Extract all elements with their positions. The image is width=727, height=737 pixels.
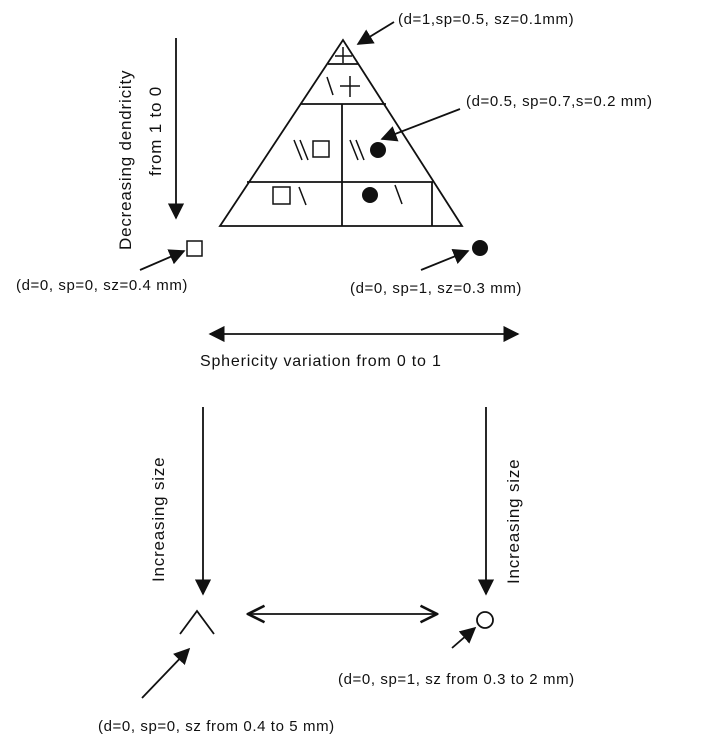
depth-hoar-chevron-icon (179, 609, 215, 635)
sphericity-axis-label: Sphericity variation from 0 to 1 (200, 353, 442, 370)
square-crystal-icon (272, 186, 291, 205)
label-bottom-right-grain: (d=0, sp=1, sz from 0.3 to 2 mm) (338, 671, 575, 688)
pointer-arrow-bottom-right (451, 626, 477, 649)
pointer-arrow-left-base (139, 249, 186, 271)
backslash-icon (349, 139, 359, 161)
label-left-base-grain: (d=0, sp=0, sz=0.4 mm) (16, 277, 188, 294)
plus-icon (335, 47, 352, 63)
backslash-icon (293, 139, 303, 161)
pointer-arrow-top (356, 21, 395, 45)
backslash-icon (326, 76, 334, 96)
pointer-arrow-right-base (420, 248, 470, 271)
square-crystal-icon (312, 140, 330, 158)
melt-form-circle-icon (476, 611, 494, 629)
grain-pyramid (218, 38, 464, 227)
rounded-grain-dot-icon (362, 187, 378, 203)
pyramid-outline (218, 38, 464, 227)
label-top-grain: (d=1,sp=0.5, sz=0.1mm) (398, 11, 574, 28)
size-axis-label-right: Increasing size (504, 459, 523, 584)
pointer-arrow-mid (380, 108, 461, 142)
label-right-base-grain: (d=0, sp=1, sz=0.3 mm) (350, 280, 522, 297)
square-crystal-icon (186, 240, 203, 257)
pointer-arrow-bottom-left (141, 647, 191, 699)
rounded-grain-dot-icon (472, 240, 488, 256)
backslash-icon (299, 139, 309, 161)
label-bottom-left-grain: (d=0, sp=0, sz from 0.4 to 5 mm) (98, 718, 335, 735)
size-axis-label-left: Increasing size (149, 457, 168, 582)
plus-icon (340, 76, 360, 97)
label-mid-grain: (d=0.5, sp=0.7,s=0.2 mm) (466, 93, 653, 110)
dendricity-axis-label: Decreasing dendricity (116, 70, 135, 250)
dendricity-axis-sublabel: from 1 to 0 (146, 86, 165, 176)
backslash-icon (355, 139, 365, 161)
backslash-icon (298, 186, 307, 206)
backslash-icon (394, 184, 403, 205)
rounded-grain-dot-icon (370, 142, 386, 158)
